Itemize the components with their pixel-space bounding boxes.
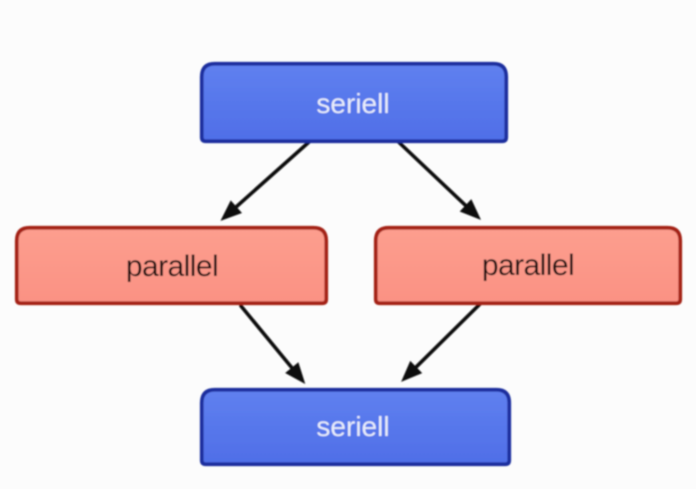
svg-text:seriell: seriell <box>316 88 389 119</box>
svg-text:seriell: seriell <box>316 411 389 442</box>
svg-text:parallel: parallel <box>126 250 218 283</box>
svg-text:parallel: parallel <box>482 249 574 282</box>
